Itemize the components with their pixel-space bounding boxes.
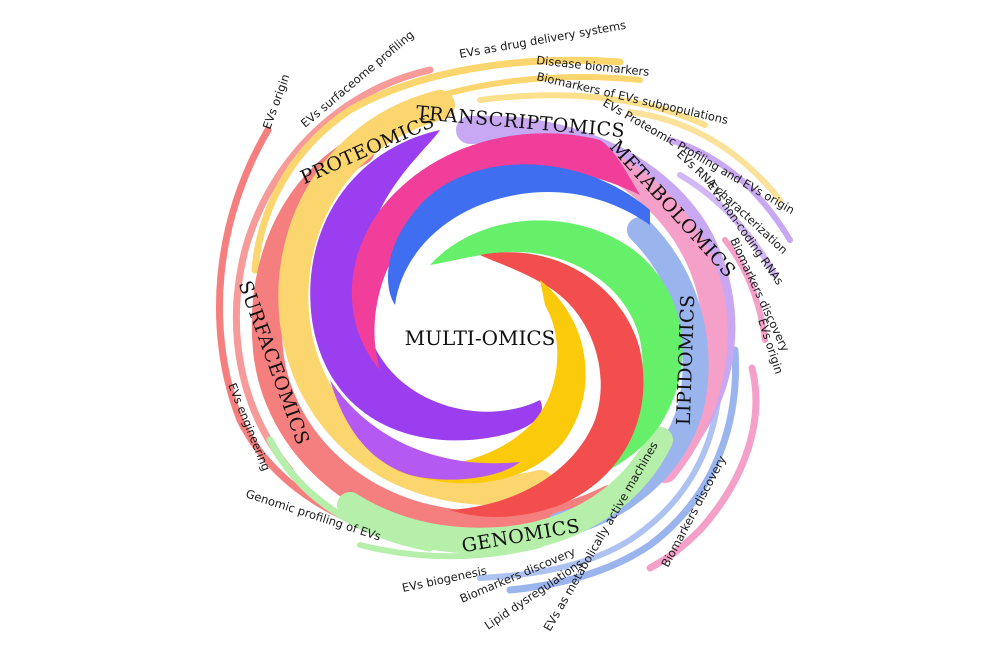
band-proteomics bbox=[278, 90, 555, 506]
swirl-arm-purple-tail bbox=[330, 380, 520, 480]
swirl-arm-red bbox=[450, 252, 644, 517]
swirl-arm-green bbox=[430, 220, 683, 481]
leaf-label-evs-origin-left: EVs origin bbox=[260, 72, 293, 131]
inner-swirl bbox=[310, 130, 683, 517]
ribbon-metabolomics-biomarkers bbox=[722, 237, 768, 343]
label-lipidomics: LIPIDOMICS bbox=[673, 294, 700, 425]
ribbon-proteomics-drug-delivery bbox=[251, 56, 624, 274]
ribbon-transcriptomics-rna bbox=[667, 137, 793, 243]
band-genomics bbox=[337, 427, 673, 554]
ribbon-surfaceomics-profiling bbox=[233, 66, 434, 474]
ribbon-transcriptomics-noncoding bbox=[677, 172, 778, 278]
swirl-arm-yellow bbox=[395, 280, 586, 484]
ribbon-proteomics-profiling bbox=[627, 109, 783, 203]
swirl-arm-blue bbox=[387, 164, 650, 305]
swirl-arm-magenta bbox=[351, 133, 640, 370]
ribbon-lipidomics-biomarkers bbox=[477, 357, 724, 581]
ribbon-lipidomics-dysregulations bbox=[506, 346, 740, 594]
swirl-arm-purple bbox=[310, 130, 542, 441]
ribbon-metabolomics-origin bbox=[646, 364, 760, 572]
ribbon-proteomics-subpopulations bbox=[477, 92, 708, 128]
center-label: MULTI-OMICS bbox=[405, 326, 556, 350]
